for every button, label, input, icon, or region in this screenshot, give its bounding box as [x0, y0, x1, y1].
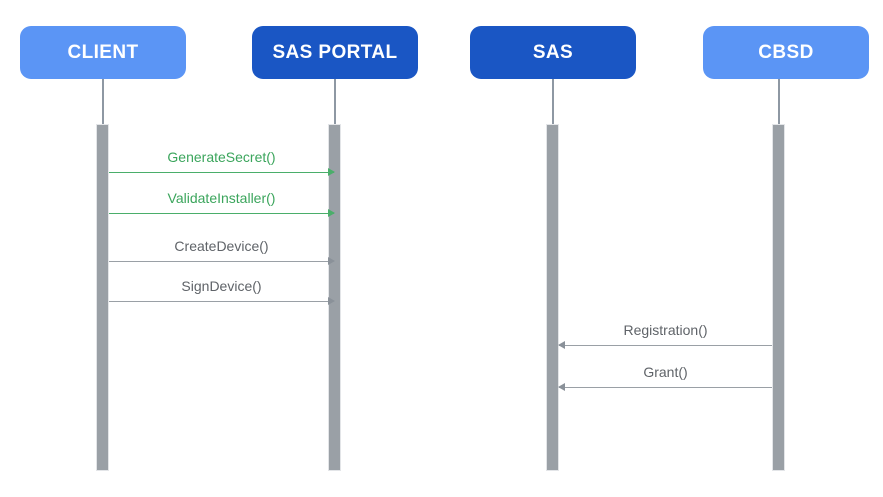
- activation-bar-client: [96, 124, 109, 471]
- lifeline-sas: [552, 79, 554, 125]
- lifeline-cbsd: [778, 79, 780, 125]
- activation-bar-cbsd: [772, 124, 785, 471]
- arrowhead-icon: [328, 168, 335, 176]
- participant-cbsd-label: CBSD: [758, 42, 814, 63]
- arrowhead-icon: [558, 383, 565, 391]
- message-line: [559, 387, 772, 388]
- participant-client-label: CLIENT: [67, 42, 139, 63]
- arrowhead-icon: [328, 297, 335, 305]
- arrowhead-icon: [328, 209, 335, 217]
- participant-sas-label: SAS: [532, 42, 574, 63]
- message-label: ValidateInstaller(): [167, 189, 276, 206]
- lifeline-client: [102, 79, 104, 125]
- participant-sas[interactable]: SAS: [470, 26, 636, 79]
- participant-sas-portal[interactable]: SAS PORTAL: [252, 26, 418, 79]
- message-line: [109, 301, 334, 302]
- arrowhead-icon: [328, 257, 335, 265]
- arrowhead-icon: [558, 341, 565, 349]
- message-line: [109, 213, 334, 214]
- participant-sas-portal-label: SAS PORTAL: [272, 42, 398, 63]
- message-line: [559, 345, 772, 346]
- activation-bar-sas: [546, 124, 559, 471]
- message-label: SignDevice(): [181, 277, 262, 294]
- message-label: Registration(): [623, 321, 708, 338]
- message-label: CreateDevice(): [174, 237, 269, 254]
- message-line: [109, 172, 334, 173]
- message-label: Grant(): [643, 363, 688, 380]
- message-line: [109, 261, 334, 262]
- message-label: GenerateSecret(): [167, 148, 276, 165]
- participant-client[interactable]: CLIENT: [20, 26, 186, 79]
- participant-cbsd[interactable]: CBSD: [703, 26, 869, 79]
- lifeline-sas-portal: [334, 79, 336, 125]
